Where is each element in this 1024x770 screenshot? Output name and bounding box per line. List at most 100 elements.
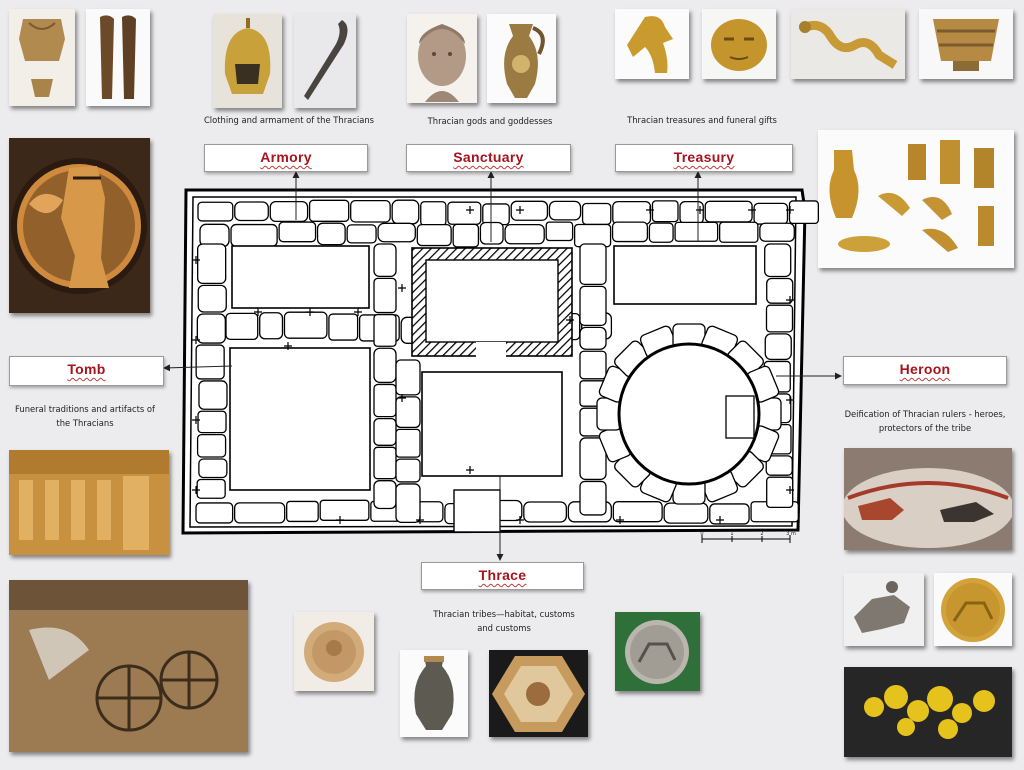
wall-stone [764,333,792,361]
wall-stone [548,200,582,221]
wall-stone [199,223,230,248]
wall-stone [420,201,447,227]
wall-stone [581,202,612,226]
silver-horseman-photo [844,573,924,646]
silver-coin-photo [615,612,700,691]
wall-stone [579,285,607,326]
wall-stone [482,203,510,226]
wall-stone [196,433,227,458]
wall-stone [373,243,397,278]
wall-stone [373,383,397,418]
survey-mark [786,296,794,304]
survey-mark [748,206,756,214]
hexagonal-mosaic-photo [489,650,588,737]
heroon-niche [725,395,755,439]
wall-stone [373,277,397,314]
survey-mark [192,256,200,264]
wall-stone [225,312,259,340]
wall-stone [395,458,421,483]
wall-stone [718,221,759,243]
entrance-block [453,489,501,533]
wall-stone [648,222,674,243]
survey-mark [646,206,654,214]
survey-mark [398,394,406,402]
survey-mark [354,308,362,316]
golden-mask-photo [702,9,776,79]
wall-stone [416,223,452,247]
wall-stone [346,224,377,244]
wall-stone [197,243,227,285]
wall-stone [545,221,574,242]
wall-stone [197,410,227,434]
wall-stone [373,313,397,347]
treasury-label[interactable]: Treasury [615,144,793,172]
wall-stone [316,222,346,246]
chariot-excavation-photo [9,580,248,752]
survey-mark [192,486,200,494]
wall-stone [350,199,391,223]
wall-stone [195,344,225,380]
wall-stone [377,222,416,243]
wall-stone [319,499,370,521]
sanctuary-label[interactable]: Sanctuary [406,144,571,172]
thrace-label[interactable]: Thrace [421,562,584,590]
wall-stone [283,311,328,339]
wall-stone [233,502,286,524]
wall-stone [269,200,309,222]
golden-serpent-photo [791,9,905,79]
tomb-label[interactable]: Tomb [9,356,164,386]
wall-stone [611,221,649,243]
wall-stone [479,221,504,245]
red-figure-plate-photo [9,138,150,313]
wall-stone [198,380,228,410]
heroon-caption: Deification of Thracian rulers - heroes,… [844,409,1006,433]
armory-caption: Clothing and armament of the Thracians [203,115,375,125]
survey-mark [254,308,262,316]
wall-stone [395,396,421,429]
wall-stone [286,500,319,523]
survey-mark [306,308,314,316]
wall-stone [663,502,709,524]
wall-stone [765,304,794,333]
wall-stone [504,223,545,245]
scale-tick-1: 1 [730,531,734,537]
survey-mark [466,206,474,214]
silver-vessel-photo [400,650,468,737]
wall-stone [259,312,284,340]
tomb-arrow [163,364,233,372]
survey-mark [696,206,704,214]
breastplate-photo [9,9,75,106]
survey-mark [616,516,624,524]
gold-medallion-photo [294,612,374,691]
room-treasury [613,245,757,305]
scale-tick-0: 0 [700,531,704,537]
room-sanctuary [425,259,559,343]
bronze-helmet-photo [213,14,282,108]
wall-stone [579,350,607,380]
heroon-label[interactable]: Heroon [843,356,1007,385]
armory-label[interactable]: Armory [204,144,368,172]
greaves-photo [86,9,150,106]
survey-mark [284,342,292,350]
survey-mark [516,206,524,214]
treasury-caption: Thracian treasures and funeral gifts [627,115,777,125]
stone-head-photo [407,14,477,103]
wall-stone [523,501,567,523]
wall-stone [753,202,789,225]
wall-stone [579,326,607,350]
wall-stone [766,277,794,304]
wall-stone [452,223,480,248]
wall-stone [579,243,607,285]
heroon-stone [756,397,782,431]
survey-mark [786,486,794,494]
survey-mark [192,336,200,344]
decorated-cup-photo [919,9,1013,79]
wall-stone [759,222,795,242]
survey-mark [566,316,574,324]
wall-stone [373,480,397,510]
room-armory [231,245,370,309]
wall-stone [764,243,792,278]
survey-mark [516,516,524,524]
wall-stone [278,221,317,243]
survey-mark [416,516,424,524]
